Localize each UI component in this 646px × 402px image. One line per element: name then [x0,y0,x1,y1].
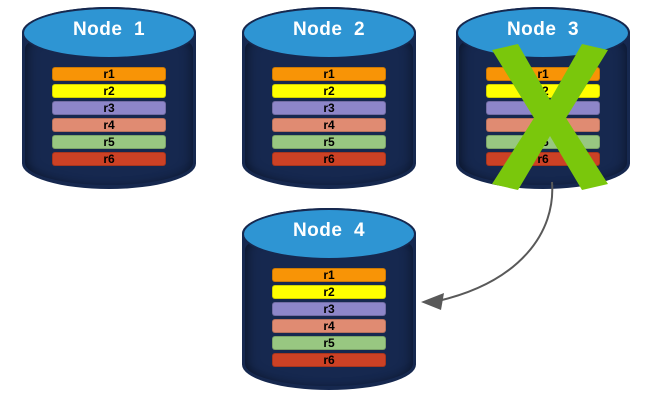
record-label: r2 [537,84,549,98]
record-row[interactable]: r1 [271,268,387,282]
record-row[interactable]: r6 [485,152,601,166]
record-row[interactable]: r2 [51,84,167,98]
record-row[interactable]: r3 [485,101,601,115]
record-row[interactable]: r6 [51,152,167,166]
record-label: r5 [537,135,549,149]
record-list: r1 r2 r3 r4 r5 r6 [51,67,167,169]
record-label: r5 [323,135,335,149]
record-row[interactable]: r1 [485,67,601,81]
node-label: Node 4 [292,220,366,241]
record-label: r6 [537,152,549,166]
record-label: r1 [537,67,549,81]
record-list: r1 r2 r3 r4 r5 r6 [271,268,387,370]
record-row[interactable]: r6 [271,353,387,367]
record-label: r6 [103,152,115,166]
record-label: r1 [103,67,115,81]
record-row[interactable]: r4 [271,319,387,333]
record-list: r1 r2 r3 r4 r5 r6 [271,67,387,169]
cylinder-top-ellipse [242,208,416,260]
record-row[interactable]: r2 [485,84,601,98]
node-label: Node 1 [72,19,146,40]
record-label: r4 [103,118,115,132]
record-row[interactable]: r5 [271,336,387,350]
node-cylinder-1[interactable]: Node 1 r1 r2 r3 r4 r5 r6 [22,7,196,189]
record-label: r2 [323,285,335,299]
node-label: Node 2 [292,19,366,40]
record-label: r4 [323,118,335,132]
cylinder-top-ellipse [22,7,196,59]
record-row[interactable]: r2 [271,285,387,299]
record-row[interactable]: r5 [271,135,387,149]
arrow-curve [437,181,554,302]
record-label: r2 [323,84,335,98]
node-cylinder-2[interactable]: Node 2 r1 r2 r3 r4 r5 r6 [242,7,416,189]
record-row[interactable]: r3 [271,302,387,316]
record-label: r4 [537,118,549,132]
record-row[interactable]: r5 [51,135,167,149]
record-row[interactable]: r1 [271,67,387,81]
record-row[interactable]: r3 [271,101,387,115]
record-label: r6 [323,353,335,367]
record-row[interactable]: r4 [485,118,601,132]
record-label: r3 [103,101,115,115]
node-cylinder-4[interactable]: Node 4 r1 r2 r3 r4 r5 r6 [242,208,416,390]
record-label: r3 [323,302,335,316]
record-row[interactable]: r6 [271,152,387,166]
record-row[interactable]: r4 [51,118,167,132]
cylinder-top-ellipse [242,7,416,59]
record-list: r1 r2 r3 r4 r5 r6 [485,67,601,169]
record-row[interactable]: r4 [271,118,387,132]
record-row[interactable]: r2 [271,84,387,98]
record-label: r6 [323,152,335,166]
record-label: r5 [103,135,115,149]
record-label: r1 [323,67,335,81]
record-label: r3 [537,101,549,115]
record-label: r5 [323,336,335,350]
node-cylinder-3[interactable]: Node 3 r1 r2 r3 r4 r5 r6 [456,7,630,189]
record-label: r1 [323,268,335,282]
record-label: r3 [323,101,335,115]
node-label: Node 3 [506,19,580,40]
record-row[interactable]: r3 [51,101,167,115]
arrow-head-icon [421,293,444,310]
record-label: r4 [323,319,335,333]
record-row[interactable]: r5 [485,135,601,149]
record-row[interactable]: r1 [51,67,167,81]
record-label: r2 [103,84,115,98]
